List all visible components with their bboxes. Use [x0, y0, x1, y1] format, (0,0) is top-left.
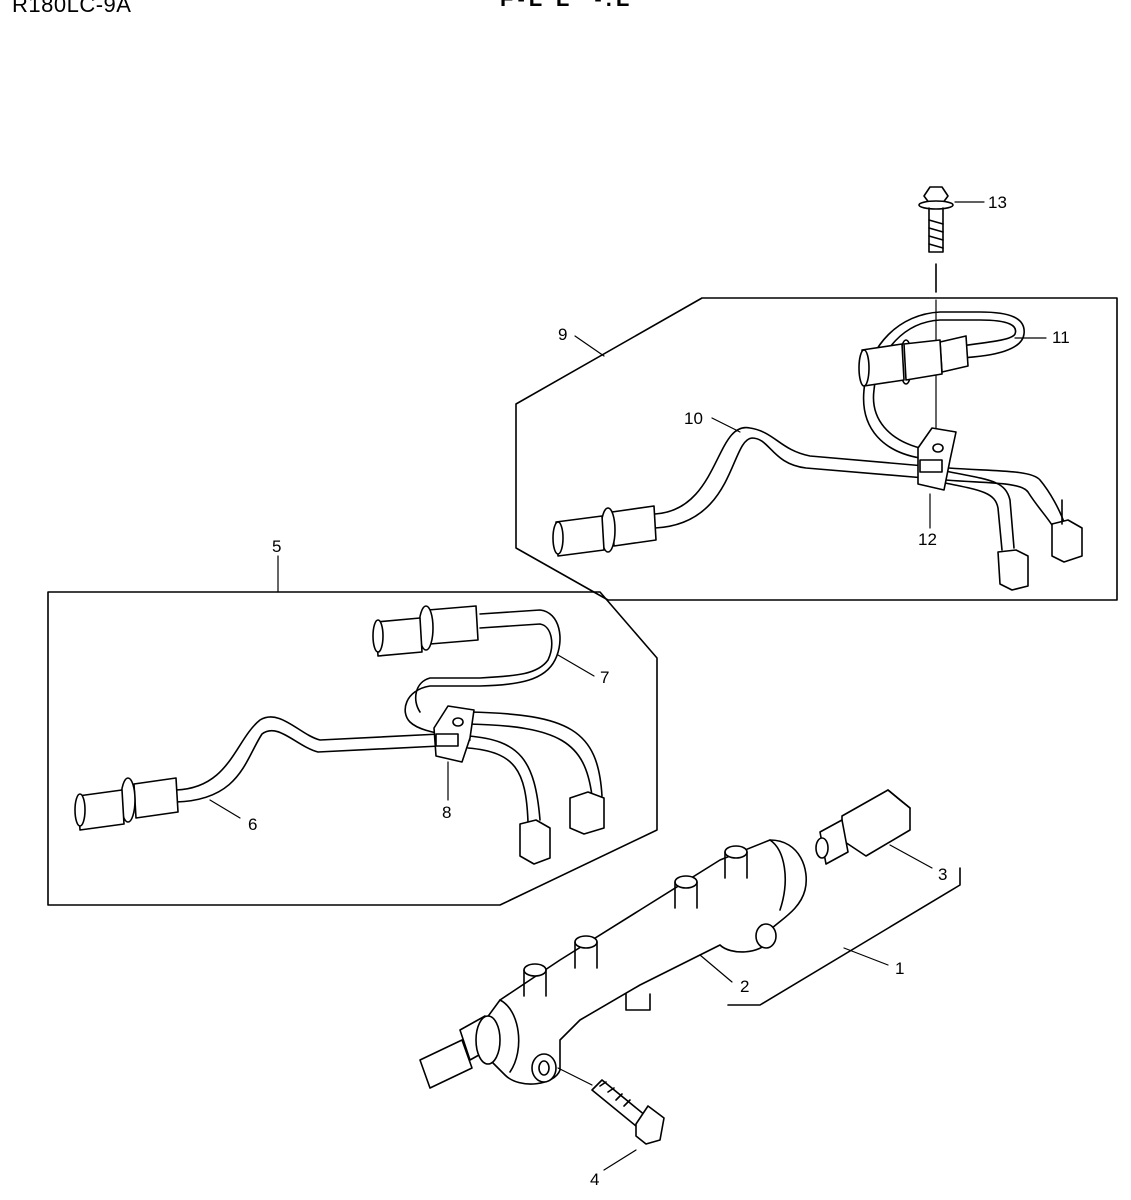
- callout-11: 11: [1052, 328, 1070, 347]
- leader-lines: [209, 201, 1047, 1171]
- clamp-8: [433, 705, 475, 763]
- header-title-fragment: F-L L ·-.L: [500, 0, 633, 12]
- callout-4: 4: [590, 1170, 599, 1189]
- callout-10: 10: [684, 409, 703, 428]
- callout-3: 3: [938, 865, 947, 884]
- clamp-12: [917, 427, 957, 491]
- common-rail-2: [419, 839, 807, 1089]
- pipe-6: [74, 716, 441, 831]
- bolt-4: [591, 1079, 665, 1145]
- callout-6: 6: [248, 815, 257, 834]
- callout-2: 2: [740, 977, 749, 996]
- pipe-11: [858, 311, 1025, 459]
- bolt-13: [918, 186, 954, 451]
- callout-12: 12: [918, 530, 937, 549]
- callout-13: 13: [988, 193, 1007, 212]
- pipe-7: [372, 605, 561, 741]
- callout-8: 8: [442, 803, 451, 822]
- callout-7: 7: [600, 668, 609, 687]
- callout-9: 9: [558, 325, 567, 344]
- group-9-outline: [515, 297, 1118, 601]
- callout-1: 1: [895, 959, 904, 978]
- group-5-outline: [47, 591, 658, 906]
- callout-5: 5: [272, 537, 281, 556]
- pipe-5-branches: [467, 711, 605, 865]
- pipe-10: [552, 426, 1083, 591]
- bracket-1: [727, 867, 961, 1006]
- model-label: R180LC-9A: [12, 0, 132, 17]
- pressure-limiter-3: [815, 789, 911, 865]
